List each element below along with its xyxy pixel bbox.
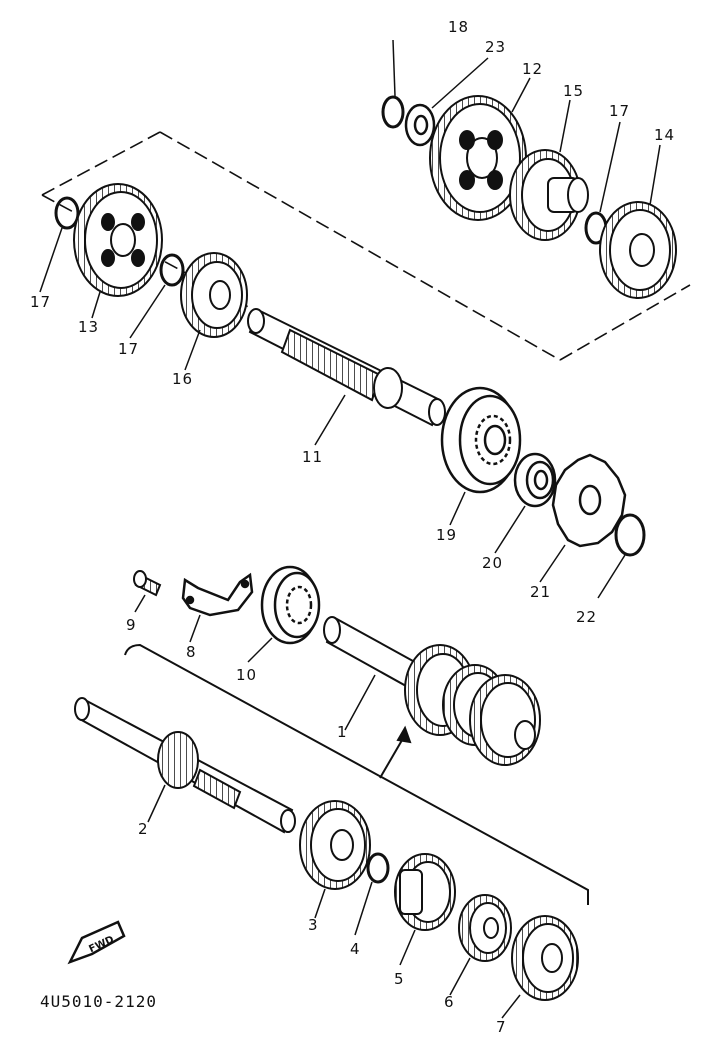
- callout-18: 18: [448, 18, 470, 36]
- gear-7: [501, 915, 579, 1019]
- washer-23: [404, 57, 489, 147]
- callout-15: 15: [563, 82, 585, 100]
- gear-6: [449, 894, 512, 996]
- callout-11: 11: [302, 448, 324, 466]
- part-code: 4U5010-2120: [40, 992, 157, 1011]
- stopper-plate-8: [181, 572, 254, 643]
- callout-20: 20: [482, 554, 504, 572]
- circlip-17-left: [39, 196, 80, 293]
- callout-9: 9: [126, 616, 137, 634]
- circlip-4: [354, 852, 390, 936]
- drive-axle-assembly-1: [323, 616, 541, 766]
- callout-3: 3: [308, 916, 319, 934]
- callout-4: 4: [350, 940, 361, 958]
- callout-21: 21: [530, 583, 552, 601]
- gear-13: [73, 183, 163, 319]
- gear-16: [180, 252, 248, 371]
- callout-23: 23: [485, 38, 507, 56]
- callout-2: 2: [138, 820, 149, 838]
- callout-19: 19: [436, 526, 458, 544]
- gear-3: [299, 800, 371, 919]
- gear-5: [394, 853, 456, 966]
- callout-7: 7: [496, 1018, 507, 1036]
- circlip-17-middle: [129, 253, 185, 339]
- lower-assembly-bracket: [124, 643, 589, 905]
- bolt-9: [133, 570, 162, 613]
- forward-arrow-icon: FWD: [67, 920, 126, 965]
- bearing-10: [247, 565, 321, 663]
- drive-shaft-2: [74, 697, 296, 834]
- callout-12: 12: [522, 60, 544, 78]
- sprocket-21: [539, 453, 627, 583]
- callout-13: 13: [78, 318, 100, 336]
- gear-14: [599, 144, 677, 299]
- bearing-19: [440, 386, 522, 526]
- callout-1: 1: [337, 723, 348, 741]
- circlip-18: [381, 39, 405, 129]
- callout-8: 8: [186, 643, 197, 661]
- callout-17-middle: 17: [118, 340, 140, 358]
- callout-10: 10: [236, 666, 258, 684]
- callout-14: 14: [654, 126, 676, 144]
- callout-17-left: 17: [30, 293, 52, 311]
- oil-seal-20: [494, 452, 557, 554]
- callout-16: 16: [172, 370, 194, 388]
- main-shaft-11: [247, 308, 446, 446]
- callout-22: 22: [576, 608, 598, 626]
- gear-12: [429, 77, 531, 221]
- callout-5: 5: [394, 970, 405, 988]
- circlip-22: [597, 513, 646, 599]
- gear-15: [509, 99, 589, 241]
- callout-17-upper: 17: [609, 102, 631, 120]
- callout-6: 6: [444, 993, 455, 1011]
